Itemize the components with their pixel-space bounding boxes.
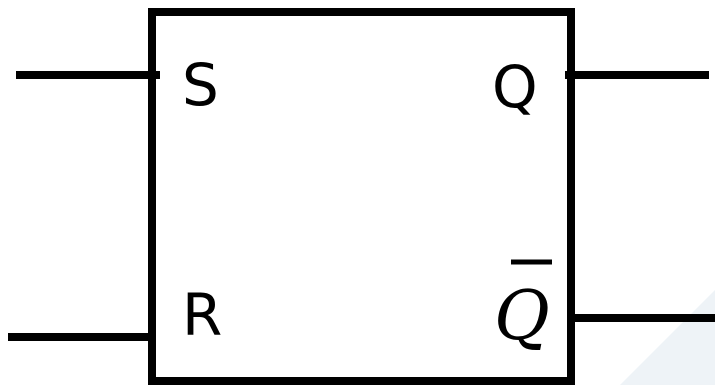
corner-shade	[620, 290, 715, 385]
latch-box	[148, 8, 575, 385]
pin-label-r: R	[182, 281, 222, 349]
pin-label-q: Q	[492, 53, 538, 121]
pin-label-q-bar: Q	[494, 277, 550, 356]
pin-label-s: S	[182, 51, 219, 119]
